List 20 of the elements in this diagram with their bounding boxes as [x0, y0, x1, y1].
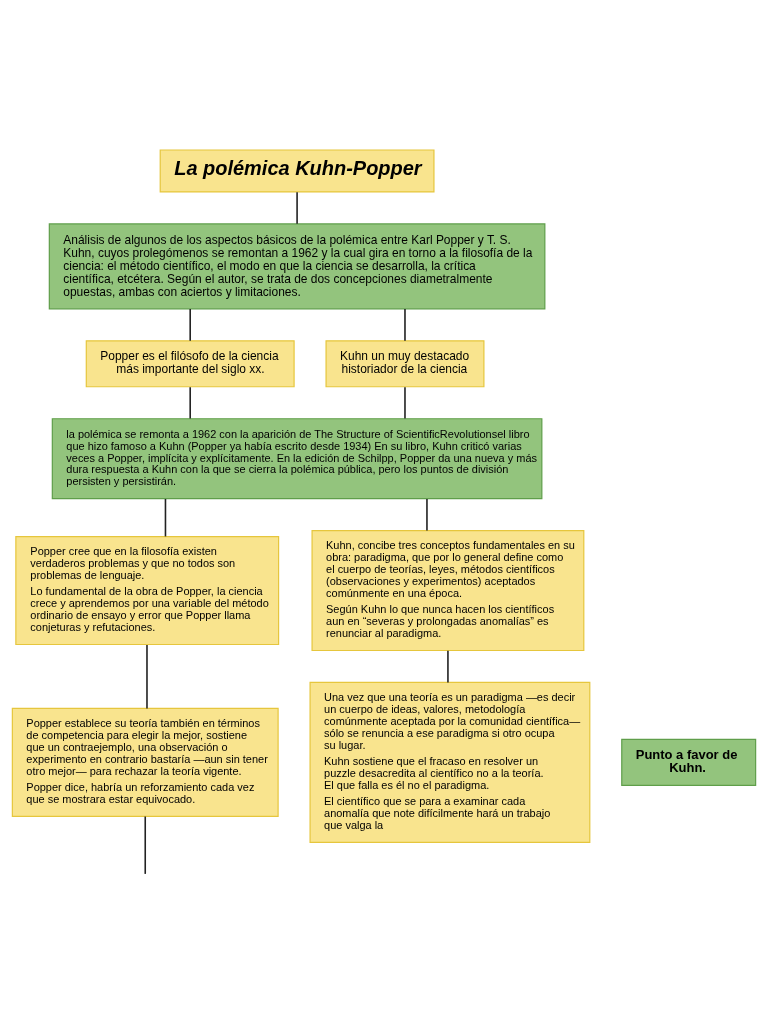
node-box: Popper establece su teoría también en términos de competencia para elegir la mejor, sostiene que un contraejemplo, una observación o experimento en contrario bastaría —aun sin tener otro mejor— para rechazar la teoría vigente. Popper dice, habría un reforzamiento cada vez que se mostrara estar equivocado. — [11, 707, 279, 817]
node-box: Una vez que una teoría es un paradigma —es decir un cuerpo de ideas, valores, metodología comúnmente aceptada por la comunidad científica— sólo se renuncia a ese paradigma si otro ocupa su lugar. Kuhn sostiene que el fracaso en resolver un puzzle desacredita al científico no a la teoría. El que falla es él no el paradigma. El científico que se para a examinar cada anomalía que note difícilmente hará un trabajo que valga la — [309, 681, 591, 843]
node-box: Análisis de algunos de los aspectos básicos de la polémica entre Karl Popper y T. S. Kuhn, cuyos prolegómenos se remontan a 1962 y la cual gira en torno a la filosofía de la ciencia: el método científico, el modo en que la ciencia se desarrolla, la crítica científica, etcétera. Según el autor, se trata de dos concepciones diametralmente opuestas, ambas con aciertos y limitaciones. — [48, 222, 546, 309]
node-box: Popper cree que en la filosofía existen verdaderos problemas y que no todos son problemas de lenguaje. Lo fundamental de la obra de Popper, la ciencia crece y aprendemos por una variable del método ordinario de ensayo y error que Popper llama conjeturas y refutaciones. — [15, 535, 280, 645]
connector — [144, 815, 147, 875]
node-box: La polémica Kuhn-Popper — [159, 148, 435, 193]
connector — [426, 497, 428, 531]
connector — [296, 190, 298, 225]
node-box: Popper es el filósofo de la ciencia más importante del siglo xx. — [85, 339, 295, 387]
connector — [447, 649, 449, 683]
node-box: Kuhn, concibe tres conceptos fundamentales en su obra: paradigma, que por lo general define como el cuerpo de teorías, leyes, métodos científicos (observaciones y experimentos) aceptados comúnmente en una época. Según Kuhn lo que nunca hacen los científicos aun en “severas y prolongadas anomalías” es renunciar al paradigma. — [311, 529, 585, 651]
node-box: Punto a favor de Kuhn. — [621, 738, 757, 786]
connector — [146, 643, 148, 709]
node-box: la polémica se remonta a 1962 con la aparición de The Structure of ScientificRevolutionsel libro que hizo famoso a Kuhn (Popper ya había escrito desde 1934) En su libro, Kuhn criticó varias veces a Popper, implícita y explícitamente. En la edición de Schilpp, Popper da una nueva y más dura respuesta a Kuhn con la que se cierra la polémica pública, pero los puntos de división persisten y persistirán. — [51, 417, 543, 499]
connector — [164, 497, 167, 537]
connector — [189, 385, 191, 419]
connector — [404, 385, 406, 419]
connector — [404, 307, 406, 341]
connector — [189, 307, 191, 341]
node-box: Kuhn un muy destacado historiador de la ciencia — [325, 339, 485, 387]
